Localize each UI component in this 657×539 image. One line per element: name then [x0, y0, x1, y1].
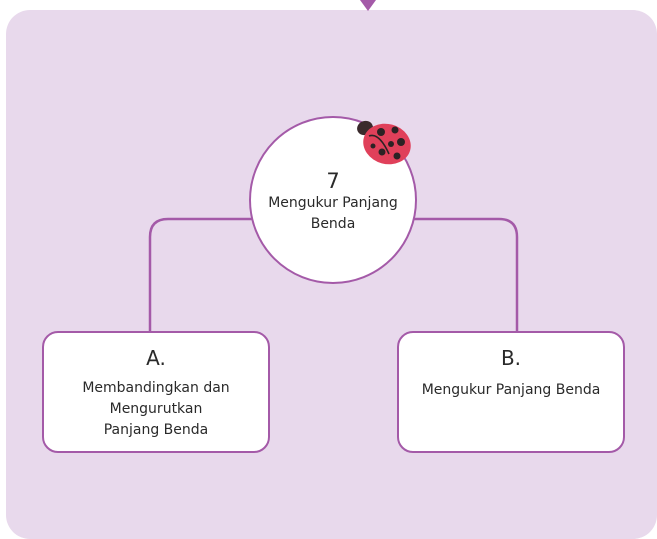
chapter-number: 7 — [326, 169, 340, 193]
branch-text-b: Mengukur Panjang Benda — [421, 382, 601, 398]
branch-letter-b: B. — [500, 346, 522, 370]
chapter-title: Mengukur Panjang Benda — [268, 195, 398, 232]
branch-text-a: Membandingkan dan Mengurutkan Panjang Be… — [82, 380, 230, 438]
branch-box-a: A. Membandingkan dan Mengurutkan Panjang… — [42, 331, 270, 453]
branch-letter-a: A. — [146, 346, 166, 370]
triangle-down-icon — [360, 0, 376, 11]
center-topic-node: 7 Mengukur Panjang Benda — [249, 116, 417, 284]
connector-right — [414, 217, 519, 333]
branch-box-b: B. Mengukur Panjang Benda — [397, 331, 625, 453]
ladybug-icon — [357, 120, 411, 165]
connector-left — [148, 217, 252, 333]
